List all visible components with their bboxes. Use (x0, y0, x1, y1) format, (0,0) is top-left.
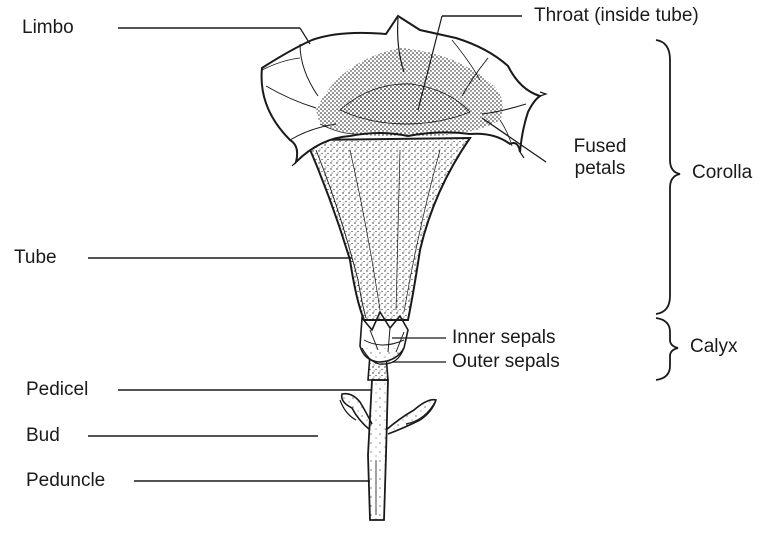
label-fused-petals-line1: Fused (560, 136, 640, 158)
corolla-brace (656, 40, 680, 314)
label-peduncle: Peduncle (26, 470, 105, 492)
label-calyx: Calyx (690, 336, 738, 358)
label-bud: Bud (26, 425, 60, 447)
label-outer-sepals: Outer sepals (452, 351, 560, 373)
label-throat: Throat (inside tube) (534, 5, 699, 27)
label-corolla: Corolla (692, 162, 752, 184)
label-pedicel: Pedicel (26, 379, 88, 401)
corolla-tube (306, 138, 470, 320)
bud-right (386, 400, 436, 434)
peduncle-stem (368, 380, 388, 520)
label-inner-sepals: Inner sepals (452, 327, 556, 349)
label-tube: Tube (14, 247, 57, 269)
calyx-brace (656, 318, 678, 380)
label-limbo: Limbo (22, 17, 74, 39)
label-fused-petals-line2: petals (560, 158, 640, 180)
